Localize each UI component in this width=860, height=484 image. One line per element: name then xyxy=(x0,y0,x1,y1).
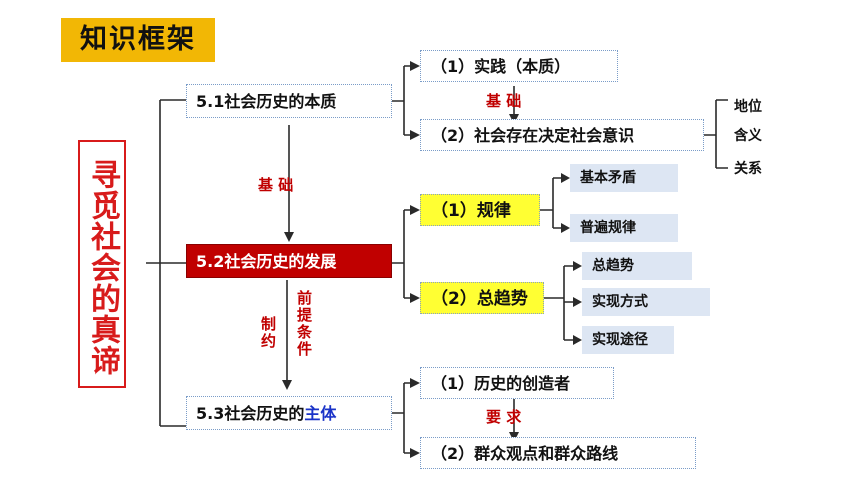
s1-child-existence: （2）社会存在决定社会意识 xyxy=(420,119,704,151)
s2-leaf-basic-contradiction: 基本矛盾 xyxy=(570,164,678,192)
section-5-3: 5.3社会历史的主体 xyxy=(186,396,392,430)
s1-s2-link-basis: 基 础 xyxy=(258,176,294,194)
s3-child-creator: （1）历史的创造者 xyxy=(420,367,614,399)
s1-link-basis: 基 础 xyxy=(486,92,522,110)
s3-child-mass-line: （2）群众观点和群众路线 xyxy=(420,437,696,469)
s2-leaf-realization-path: 实现途径 xyxy=(582,326,674,354)
section-5-2: 5.2社会历史的发展 xyxy=(186,244,392,278)
s2-leaf-overall-trend: 总趋势 xyxy=(582,252,692,280)
section-5-3-prefix: 5.3社会历史的 xyxy=(196,404,305,423)
s1-leaf-position: 地位 xyxy=(734,99,762,115)
page-title: 知识框架 xyxy=(61,18,215,62)
section-5-3-highlight: 主体 xyxy=(304,404,337,423)
s2-child-law: （1）规律 xyxy=(420,194,540,226)
s2-s3-link-precondition: 前提条件 xyxy=(295,290,313,358)
s2-leaf-realization-method: 实现方式 xyxy=(582,288,710,316)
s1-leaf-meaning: 含义 xyxy=(734,128,762,144)
s3-link-requirement: 要 求 xyxy=(486,408,522,426)
section-5-1: 5.1社会历史的本质 xyxy=(186,84,392,118)
root-topic: 寻觅社会的真谛 xyxy=(78,140,126,388)
s2-child-trend: （2）总趋势 xyxy=(420,282,544,314)
s2-s3-link-constraint: 制约 xyxy=(259,316,277,350)
s2-leaf-universal-law: 普遍规律 xyxy=(570,214,678,242)
s1-child-practice: （1）实践（本质） xyxy=(420,50,618,82)
s1-leaf-relation: 关系 xyxy=(734,161,762,177)
